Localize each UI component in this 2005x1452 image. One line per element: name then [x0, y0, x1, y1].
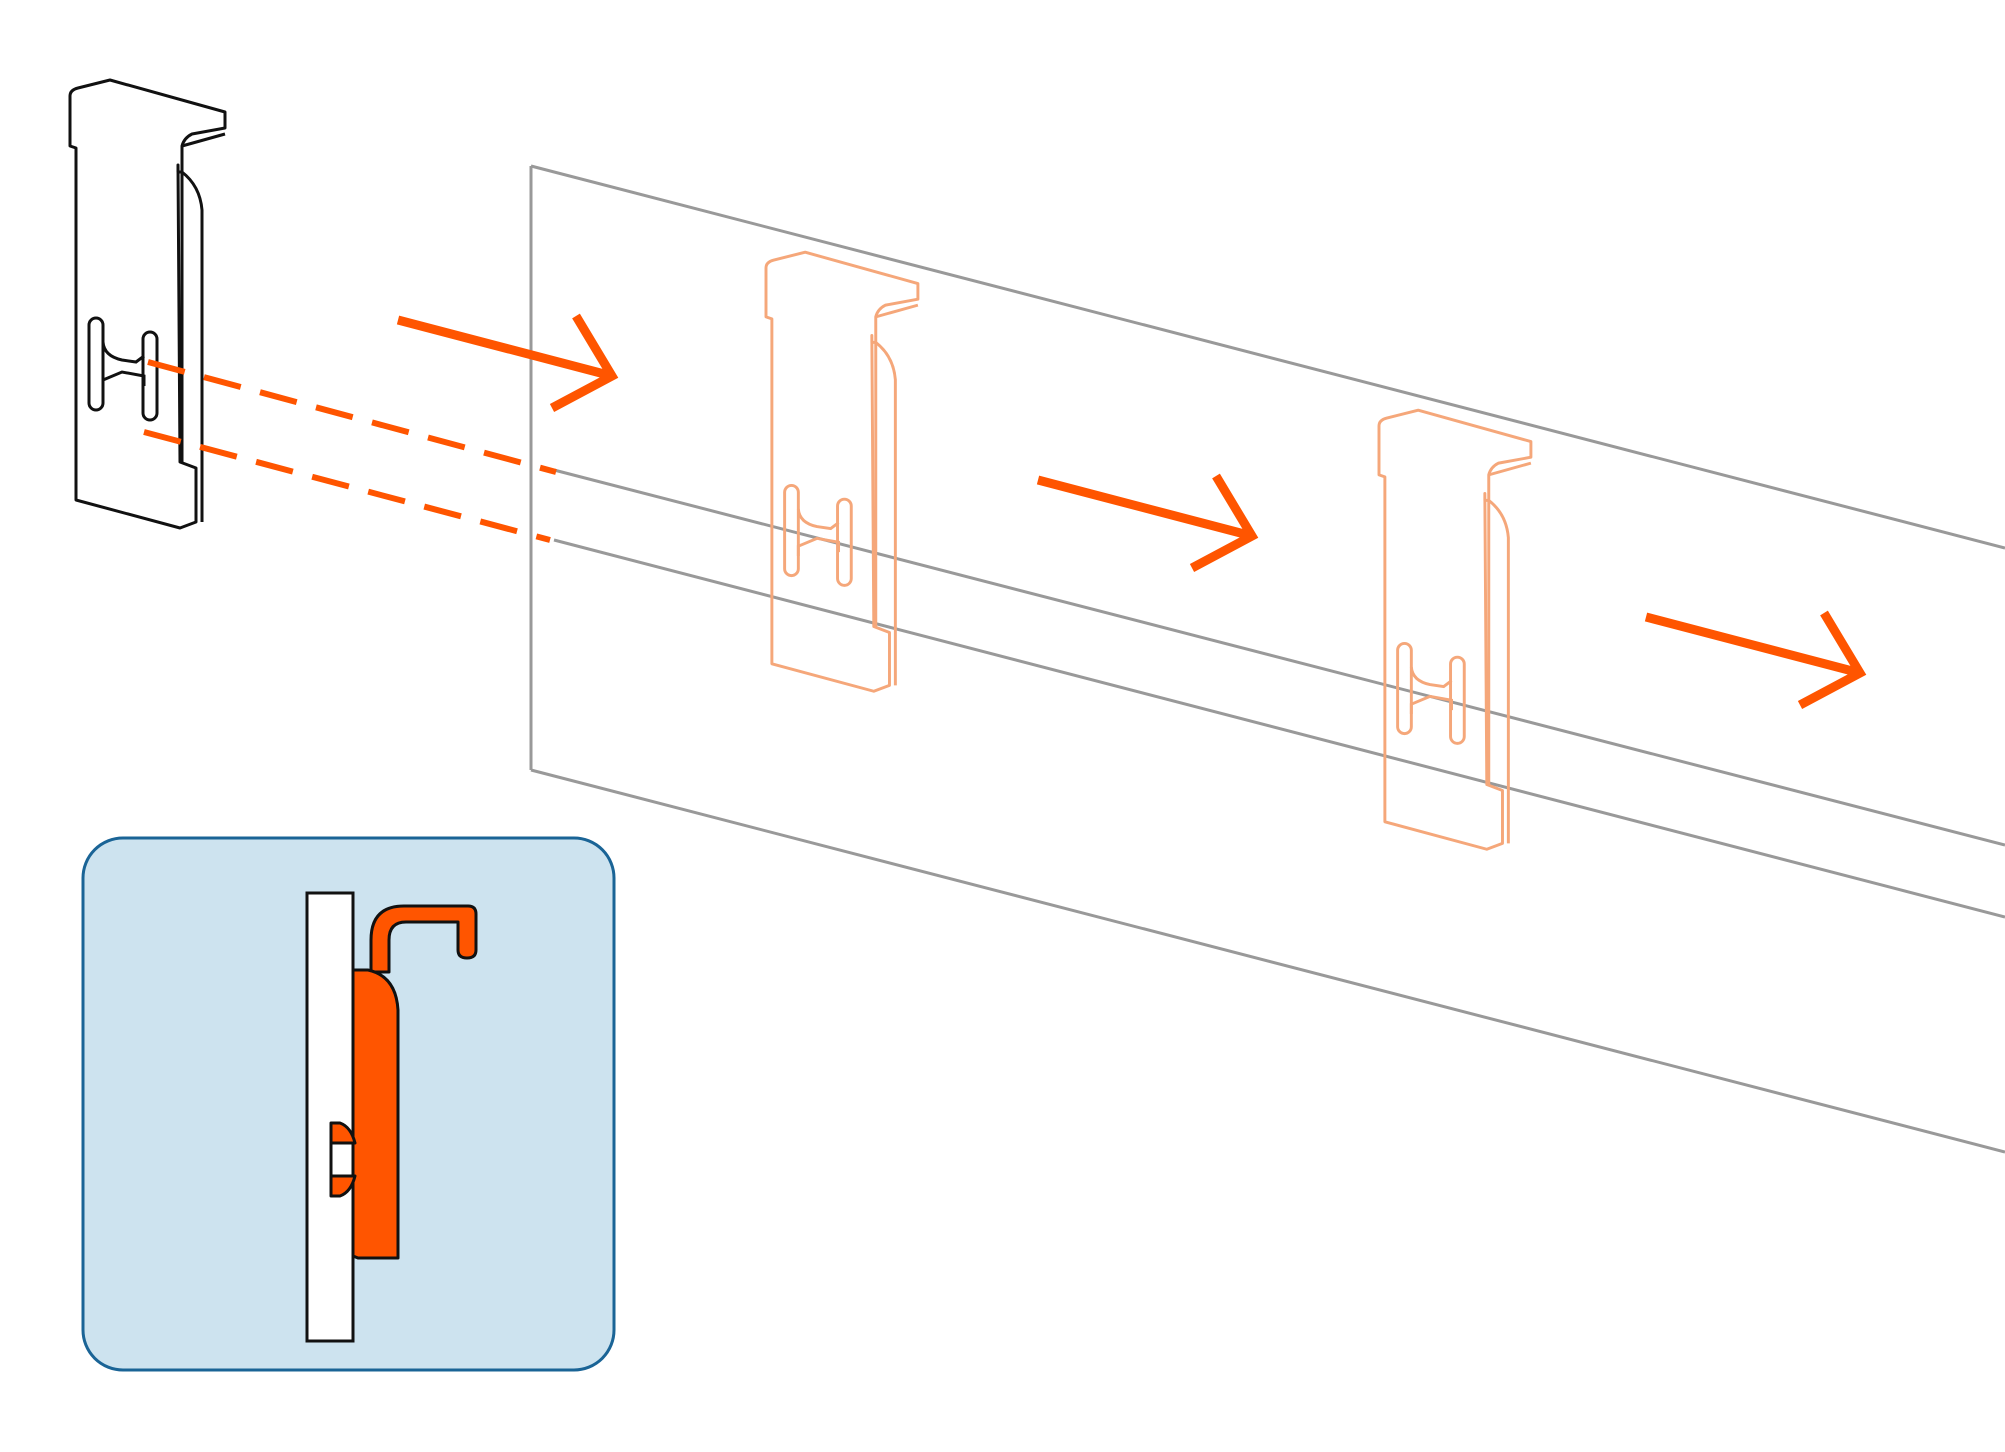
mounting-clip-icon: [68, 78, 227, 530]
ghost-clip-2: [1377, 408, 1533, 851]
rail-groove-lower: [553, 538, 2005, 919]
board-section: [305, 891, 355, 1343]
arrow-right-icon: [1036, 473, 1259, 572]
rail-board: [529, 164, 2005, 1154]
clip-hook-section: [369, 904, 478, 974]
arrow-right-icon: [396, 313, 619, 412]
guide-line-lower: [143, 429, 551, 543]
clip-body-section: [351, 968, 400, 1260]
rail-bottom-edge: [530, 768, 2005, 1154]
guide-line-upper: [147, 359, 557, 475]
ghost-clip-1: [764, 250, 920, 693]
arrow-right-icon: [1644, 610, 1867, 709]
rail-top-edge: [530, 164, 2005, 550]
detail-inset: [81, 836, 616, 1372]
alignment-guides: [143, 359, 557, 543]
slot-hook-lower: [329, 1174, 357, 1198]
rail-groove-upper: [553, 468, 2005, 847]
slot-hook-upper: [329, 1121, 357, 1145]
